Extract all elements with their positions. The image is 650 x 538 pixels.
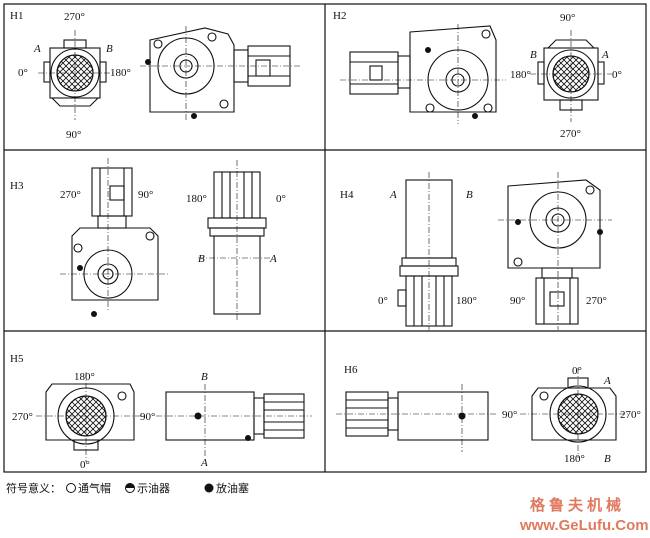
h6-side-view [336,384,498,452]
h3-label-r2: 0° [276,193,286,205]
h2-label-a: A [601,49,609,61]
watermark: 格鲁夫机械 www.GeLufu.Com [519,496,649,534]
h5-label-top: 180° [74,371,95,383]
h2-label-b: B [530,49,537,61]
panel-h1: H1 270° 90° 0° 180° A B [10,10,300,141]
watermark-url: www.GeLufu.Com [519,517,649,534]
h5-side-view [156,384,312,458]
h1-label-a: A [33,43,41,55]
h2-label-bottom: 270° [560,128,581,140]
panel-h4: H4 A B 0° 180° [340,172,612,330]
panel-h3-title: H3 [10,180,24,192]
h5-label-bottom: 0° [80,459,90,471]
h5-label-left: 270° [12,411,33,423]
h3-side-view [198,160,276,322]
panel-h6: H6 0° 180° 90° 270° A [336,364,641,465]
breather-icon [66,483,76,493]
h6-label-bottom: 180° [564,453,585,465]
h5-label-b: B [201,371,208,383]
legend-prefix: 符号意义： [6,481,61,495]
panel-h1-title: H1 [10,10,23,22]
h1-label-right: 180° [110,67,131,79]
h6-label-b: B [604,453,611,465]
h5-drain-icon [245,435,251,441]
panel-h5: H5 180° 0° 270° 90° B [10,353,312,471]
h4-label-r1: 180° [456,295,477,307]
h1-label-b: B [106,43,113,55]
panel-h4-title: H4 [340,189,354,201]
h2-label-top: 90° [560,12,575,24]
h3-label-right: 90° [138,189,153,201]
grid-frame [3,3,647,473]
h5-indicator-icon [194,412,202,420]
h1-side-view [140,26,300,122]
h5-end-view [36,372,144,462]
watermark-cn: 格鲁夫机械 [530,496,625,514]
legend: 符号意义： 通气帽 示油器 放油塞 [6,481,249,495]
h4-label-l2: 90° [510,295,525,307]
h3-label-left: 270° [60,189,81,201]
h4-drain-icon [597,229,603,235]
h3-front-view [60,158,168,312]
h6-label-top: 0° [572,365,582,377]
h1-label-bottom: 90° [66,129,81,141]
h3-drain-icon [91,311,97,317]
h2-label-right: 0° [612,69,622,81]
panel-h3: H3 270° 90° [10,158,286,322]
legend-drain: 放油塞 [216,481,249,495]
h4-label-r2: 270° [586,295,607,307]
h2-label-left: 180° [510,69,531,81]
panel-h2: H2 [333,10,622,140]
h6-label-right: 270° [620,409,641,421]
h4-side-view [397,172,459,330]
h2-end-view [530,30,612,122]
h1-drain-icon [191,113,197,119]
panel-h6-title: H6 [344,364,358,376]
panel-h2-title: H2 [333,10,346,22]
h3-label-b: B [198,253,205,265]
h4-indicator-icon [515,219,521,225]
h2-side-view [340,24,506,124]
h1-label-top: 270° [64,11,85,23]
panel-h5-title: H5 [10,353,24,365]
legend-indicator: 示油器 [137,481,170,495]
drain-plug-icon [204,483,214,493]
h2-drain-icon [472,113,478,119]
indicator-icon [125,483,135,493]
h3-label-a: A [269,253,277,265]
h6-label-left: 90° [502,409,517,421]
h2-indicator-icon [425,47,431,53]
h1-label-left: 0° [18,67,28,79]
h3-indicator-icon [77,265,83,271]
h1-end-view [38,30,115,120]
h6-indicator-icon [458,412,466,420]
h6-label-a: A [603,375,611,387]
h4-label-b: B [466,189,473,201]
h1-indicator-icon [145,59,151,65]
h5-label-right: 90° [140,411,155,423]
h5-label-a: A [200,457,208,469]
h4-label-l1: 0° [378,295,388,307]
h6-end-view [520,368,628,458]
legend-breather: 通气帽 [78,481,111,495]
h4-label-a: A [389,189,397,201]
h3-label-l2: 180° [186,193,207,205]
